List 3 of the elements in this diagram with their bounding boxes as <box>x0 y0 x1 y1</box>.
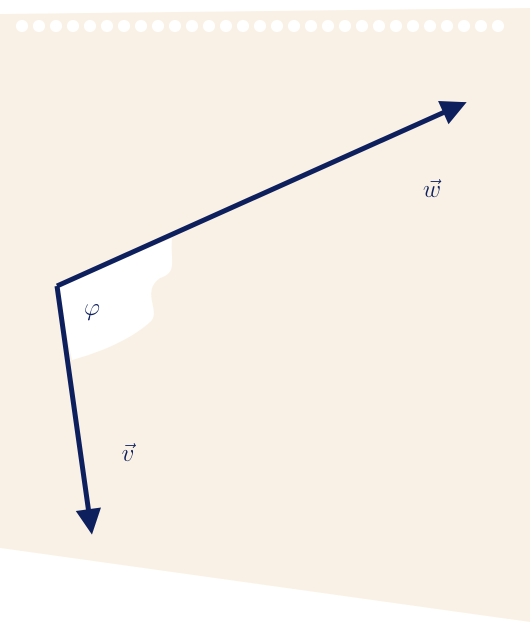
vector-label: $\vec{v}$ <box>122 443 136 462</box>
vector-label: $\vec{w}$ <box>424 179 442 198</box>
vector-label: $\varphi$ <box>85 304 100 320</box>
